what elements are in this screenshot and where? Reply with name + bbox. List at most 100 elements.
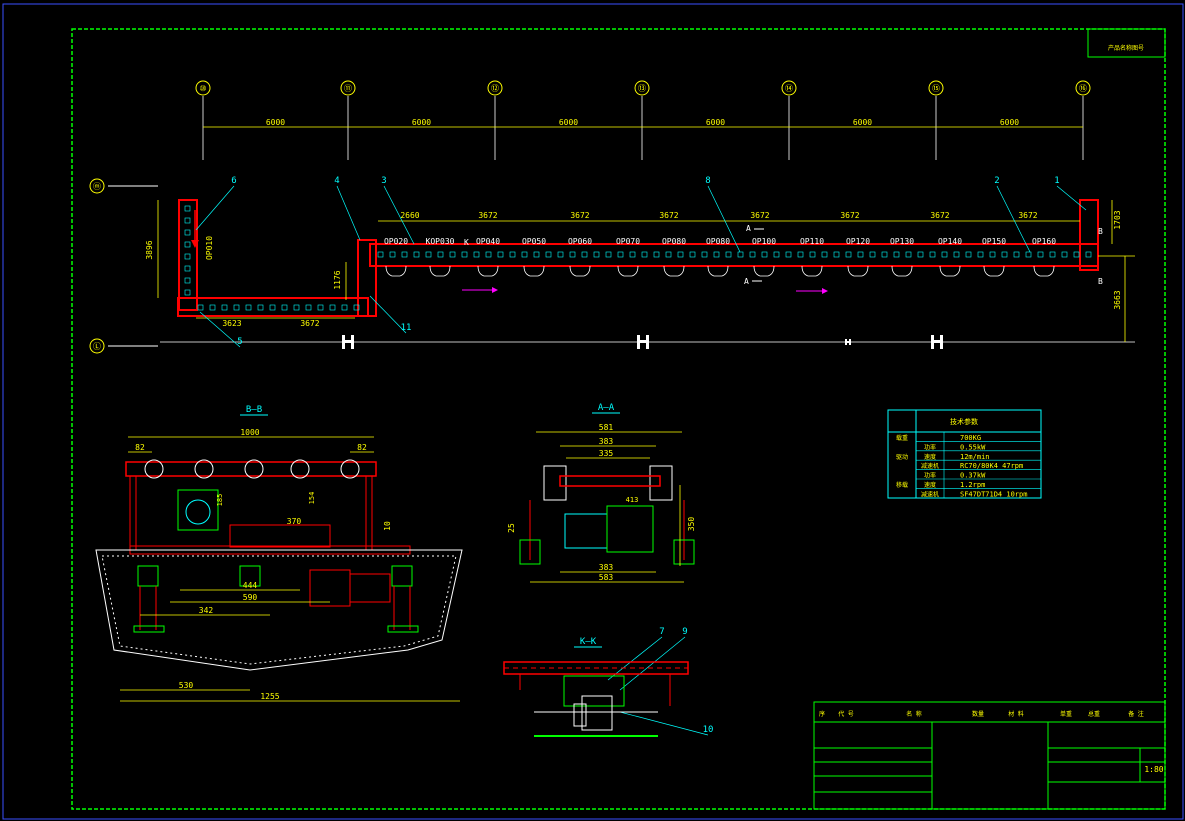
rail-roller — [521, 251, 528, 258]
dim-mid-vert: 1176 — [333, 270, 342, 289]
spec-key: 速度 — [924, 481, 936, 489]
tb-header: 序 — [819, 710, 825, 718]
station-label: OP150 — [982, 237, 1006, 246]
spec-key: 功率 — [924, 472, 936, 480]
segment-dim: 3672 — [478, 211, 497, 220]
rail-roller — [473, 251, 480, 258]
station-label: OP020 — [384, 237, 408, 246]
workpiece — [523, 265, 545, 277]
drawing-frame — [71, 28, 1166, 810]
rail-roller — [893, 251, 900, 258]
rail-roller — [833, 251, 840, 258]
row-axis-l-label: Ⓛ — [93, 342, 101, 351]
tb-header: 单重 — [1060, 710, 1072, 718]
section-bb: B—B 1000 82 82 370 185 154 10 444 — [95, 405, 463, 702]
rail-roller — [1013, 251, 1020, 258]
workpiece — [617, 265, 639, 277]
workpiece — [753, 265, 775, 277]
rail-roller — [977, 251, 984, 258]
rail-roller — [389, 251, 396, 258]
axis-label: ⑫ — [491, 84, 499, 93]
rail-roller — [257, 304, 264, 311]
spec-value: 700KG — [960, 434, 981, 442]
axis-bubble — [1075, 80, 1091, 96]
bb-dim-530: 530 — [179, 681, 194, 690]
workpiece — [569, 265, 591, 277]
station-label: OP110 — [800, 237, 824, 246]
tb-header: 名 称 — [906, 710, 922, 718]
rail-roller — [785, 251, 792, 258]
rail-roller — [1049, 251, 1056, 258]
rail-roller — [497, 251, 504, 258]
segment-dim: 3672 — [750, 211, 769, 220]
station-label: OP160 — [1032, 237, 1056, 246]
rail-roller — [713, 251, 720, 258]
axis-label: ⑩ — [199, 84, 206, 93]
spec-value: 0.37kW — [960, 472, 986, 480]
segment-dim: 3672 — [840, 211, 859, 220]
rail-roller — [593, 251, 600, 258]
dim-right-vert: 1703 — [1113, 210, 1122, 229]
rail-roller — [209, 304, 216, 311]
bb-dim-342: 342 — [199, 606, 214, 615]
rail-roller — [629, 251, 636, 258]
viewport-border — [2, 3, 1184, 820]
section-mark-k: K — [464, 238, 469, 247]
spec-value: SF47DT71D4 10rpm — [960, 490, 1027, 498]
rail-roller — [341, 304, 348, 311]
bb-dim-444: 444 — [243, 581, 258, 590]
h-beam-columns — [342, 335, 943, 349]
balloon-leader — [336, 185, 361, 241]
balloon-leader — [619, 711, 709, 736]
rail-roller — [689, 251, 696, 258]
segment-dim: 3672 — [930, 211, 949, 220]
spec-group: 驱动 — [896, 454, 908, 461]
balloon-leader — [199, 311, 241, 348]
workpiece — [385, 265, 407, 277]
station-label: OP130 — [890, 237, 914, 246]
section-mark-a-top: A — [746, 224, 751, 233]
rail-roller — [485, 251, 492, 258]
tb-header: 代 号 — [838, 710, 854, 718]
rail-roller — [197, 304, 204, 311]
axis-bubble — [781, 80, 797, 96]
workpiece — [429, 265, 451, 277]
balloon-number: 10 — [703, 725, 714, 735]
balloon-number: 7 — [659, 627, 664, 637]
balloon-number: 6 — [231, 176, 236, 186]
section-mark-b-bottom: B — [1098, 277, 1103, 286]
rail-roller — [329, 304, 336, 311]
rail-roller — [581, 251, 588, 258]
rail-roller — [569, 251, 576, 258]
station-label: KOP030 — [426, 237, 455, 246]
axis-label: ⑬ — [638, 84, 646, 93]
bb-dim-154: 154 — [308, 492, 316, 505]
rail-roller — [184, 289, 191, 296]
station-label: OP100 — [752, 237, 776, 246]
axis-bubble — [195, 80, 211, 96]
axis-bubble — [634, 80, 650, 96]
balloon-number: 1 — [1054, 176, 1059, 186]
rail-roller — [665, 251, 672, 258]
rail-roller — [857, 251, 864, 258]
rail-roller — [989, 251, 996, 258]
rail-roller — [761, 251, 768, 258]
spec-key: 功率 — [924, 443, 936, 451]
axis-label: ⑭ — [785, 84, 793, 93]
axis-label: ⑯ — [1079, 84, 1087, 93]
rail-roller — [413, 251, 420, 258]
rail-roller — [281, 304, 288, 311]
rail-roller — [905, 251, 912, 258]
rail-roller — [377, 251, 384, 258]
rail-roller — [184, 265, 191, 272]
balloon-leader — [619, 636, 686, 691]
bb-dim-right: 82 — [357, 443, 367, 452]
balloon-number: 8 — [705, 176, 710, 186]
workpiece — [891, 265, 913, 277]
workpiece — [983, 265, 1005, 277]
roller — [194, 459, 214, 479]
